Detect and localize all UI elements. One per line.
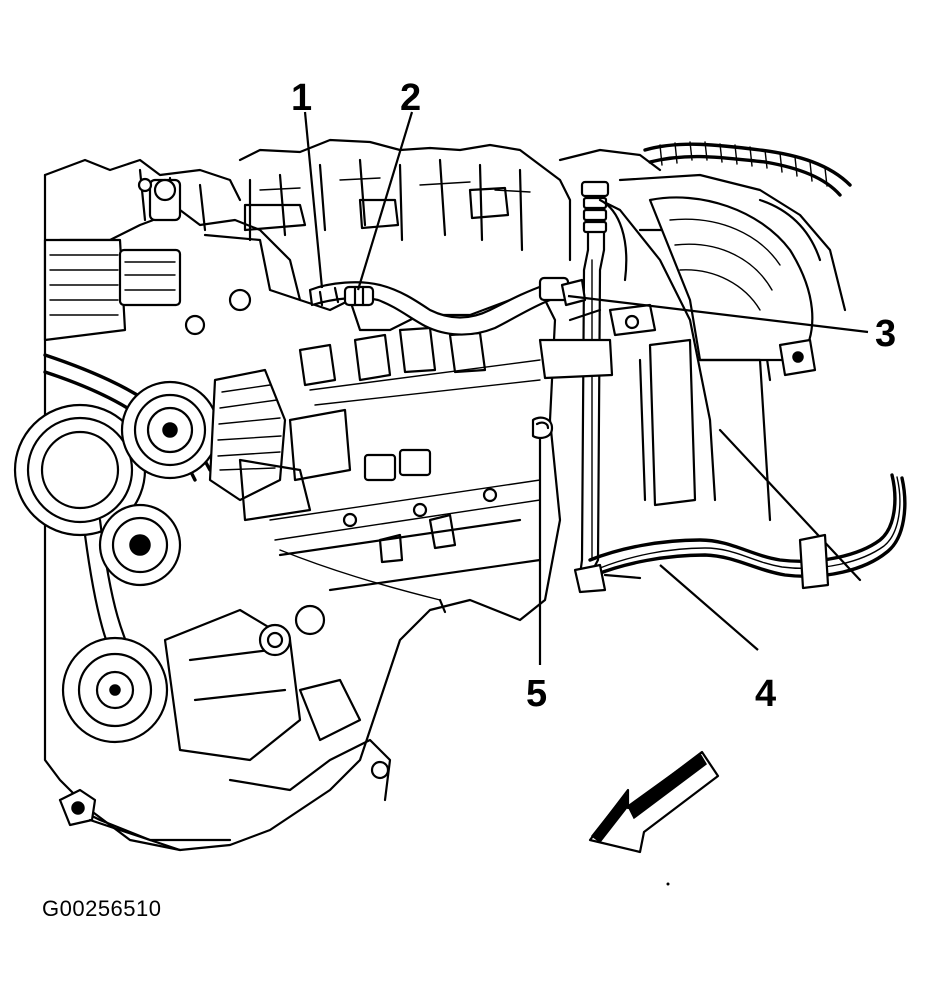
callout-2: 2 [400,77,421,119]
cooler-pipes-vertical [538,180,628,577]
retaining-clip [531,416,554,439]
callout-1: 1 [291,77,312,119]
heater-hose [308,276,570,336]
callout-4: 4 [755,673,776,715]
speck [666,882,670,886]
front-of-vehicle-arrow-icon [588,750,720,854]
cooler-lines-horizontal [573,473,907,594]
leader-lines [303,111,869,665]
figure-id-label: G00256510 [42,896,162,921]
callout-5: 5 [526,673,547,715]
engine-block [13,138,572,852]
callout-3: 3 [875,313,896,355]
